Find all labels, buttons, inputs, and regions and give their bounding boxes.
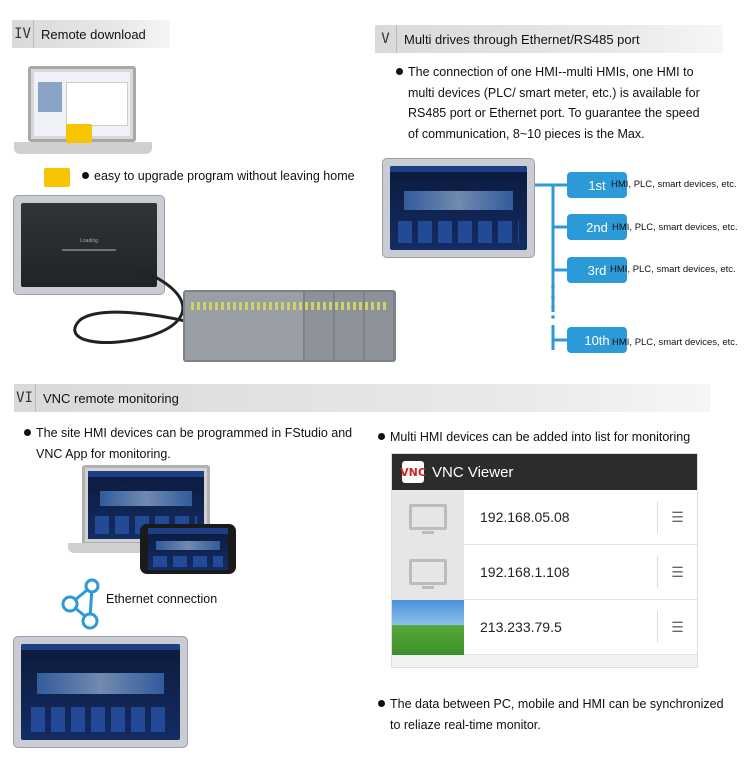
node-2nd-desc: HMI, PLC, smart devices, etc. [612, 222, 738, 233]
node-2nd: 2nd [567, 214, 627, 240]
hmi-panel-boot: Loading [13, 195, 165, 295]
vnc-connection-row[interactable]: 192.168.1.108 ☰ [392, 544, 697, 600]
monitor-icon [392, 544, 464, 600]
sync-text: The data between PC, mobile and HMI can … [378, 694, 724, 735]
vnc-connection-ip: 192.168.1.108 [480, 564, 570, 580]
ethernet-cable [73, 268, 191, 345]
boot-text: Loading [80, 238, 98, 245]
node-1st: 1st [567, 172, 627, 198]
section-vi-header: VI VNC remote monitoring [14, 384, 710, 412]
network-share-icon [61, 578, 100, 630]
menu-lines-icon[interactable]: ☰ [657, 501, 697, 533]
vnc-connection-row[interactable]: 213.233.79.5 ☰ [392, 599, 697, 655]
vnc-title-bar: VNC VNC Viewer [392, 454, 697, 490]
phone-image [140, 524, 236, 574]
menu-lines-icon[interactable]: ☰ [657, 556, 697, 588]
network-tree [535, 183, 567, 350]
multi-drives-text: The connection of one HMI--multi HMIs, o… [396, 62, 700, 144]
vnc-title: VNC Viewer [432, 463, 514, 481]
ethernet-connection-label: Ethernet connection [106, 592, 218, 606]
laptop-base [14, 142, 152, 154]
node-10th: 10th [567, 327, 627, 353]
vnc-programming-text: The site HMI devices can be programmed i… [24, 423, 352, 464]
node-1st-desc: HMI, PLC, smart devices, etc. [611, 179, 737, 190]
section-title: Remote download [41, 26, 146, 42]
section-v-header: V Multi drives through Ethernet/RS485 po… [375, 25, 723, 53]
node-3rd-desc: HMI, PLC, smart devices, etc. [610, 264, 736, 275]
section-number: IV [12, 20, 34, 48]
section-iv-header: IV Remote download [12, 20, 170, 48]
vnc-connection-ip: 192.168.05.08 [480, 509, 570, 525]
node-3rd: 3rd [567, 257, 627, 283]
node-10th-desc: HMI, PLC, smart devices, etc. [612, 337, 738, 348]
folder-icon [66, 124, 92, 143]
vnc-connection-ip: 213.233.79.5 [480, 619, 562, 635]
hmi-panel-master [382, 158, 535, 258]
menu-lines-icon[interactable]: ☰ [657, 611, 697, 643]
monitor-icon [392, 489, 464, 545]
section-title: Multi drives through Ethernet/RS485 port [404, 31, 640, 47]
vnc-viewer-app: VNC VNC Viewer 192.168.05.08 ☰ 192.168.1… [391, 453, 698, 668]
section-number: VI [14, 384, 36, 412]
remote-download-bullet: easy to upgrade program without leaving … [82, 166, 355, 187]
section-number: V [375, 25, 397, 53]
hmi-panel-site [13, 636, 188, 748]
vnc-list-text: Multi HMI devices can be added into list… [378, 427, 690, 448]
vnc-logo-icon: VNC [400, 461, 426, 483]
plc-device [183, 290, 396, 362]
section-title: VNC remote monitoring [43, 390, 179, 406]
desktop-wallpaper-thumbnail [392, 599, 464, 655]
folder-icon [44, 168, 70, 187]
vnc-connection-row[interactable]: 192.168.05.08 ☰ [392, 489, 697, 545]
